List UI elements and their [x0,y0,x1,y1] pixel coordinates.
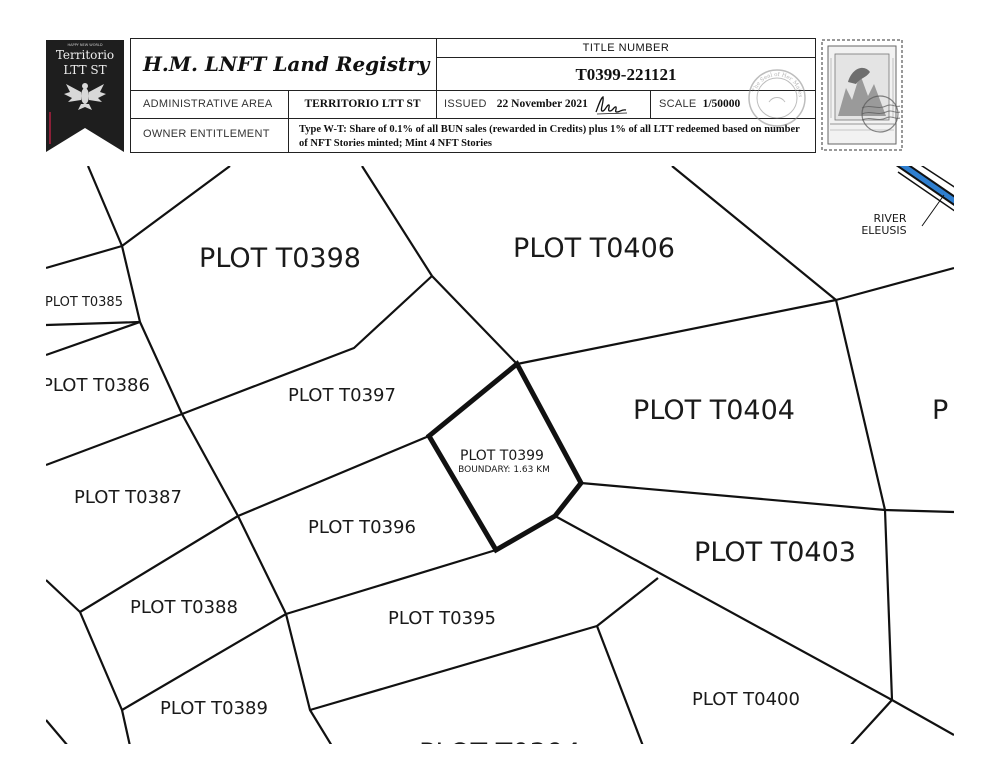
plot-label-t0388: PLOT T0388 [130,597,238,618]
river-leader-line [921,194,945,227]
admin-area-value: TERRITORIO LTT ST [289,91,437,119]
signature [595,96,628,115]
plot-label-t0400: PLOT T0400 [692,689,800,710]
plot-label-t0389: PLOT T0389 [160,698,268,719]
issued-field: ISSUED 22 November 2021 [437,91,651,119]
plot-boundaries [46,166,954,744]
scale-value: 1/50000 [702,98,741,110]
river-eleusis [895,166,954,212]
issued-date: 22 November 2021 [496,98,588,110]
territory-banner: HAPPY NEW WORLD Territorio LTT ST [46,40,124,152]
plot-label-t0406: PLOT T0406 [513,233,675,264]
river-label-line1: RIVER [873,212,906,225]
owner-entitlement-label: OWNER ENTITLEMENT [131,119,289,152]
plot-label-t0394: PLOT T0394 [419,738,581,769]
plot-label-t0395: PLOT T0395 [388,608,496,629]
river-label-line2: ELEUSIS [861,224,906,237]
plot-label-t0404: PLOT T0404 [633,395,795,426]
plot-label-t0387: PLOT T0387 [74,487,182,508]
plot-label-t0397: PLOT T0397 [288,385,396,406]
title-number-label: TITLE NUMBER [437,39,815,58]
plot-label-t0398: PLOT T0398 [199,243,361,274]
banner-title-line1: Territorio [56,48,114,62]
plot-t0399-boundary-length: BOUNDARY: 1.63 KM [458,465,550,475]
postage-stamp [821,39,903,151]
owner-entitlement-value: Type W-T: Share of 0.1% of all BUN sales… [299,124,800,149]
scale-label: SCALE [659,98,697,110]
plot-label-t0385: PLOT T0385 [45,295,123,310]
plot-label-edge: P [932,395,948,426]
banner-title-line2: LTT ST [63,63,106,77]
plot-label-t0403: PLOT T0403 [694,537,856,568]
banner-small-text: HAPPY NEW WORLD [67,43,102,47]
issued-label: ISSUED [444,98,487,110]
plot-label-t0396: PLOT T0396 [308,517,416,538]
plot-label-t0399: PLOT T0399 [460,448,544,464]
land-registry-header: H.M. LNFT Land Registry TITLE NUMBER T03… [130,38,816,153]
plot-t0399-boundary[interactable] [425,360,584,554]
svg-text:The Seal of Her Majesty: The Seal of Her Majesty [747,68,803,98]
plot-label-t0386: PLOT T0386 [42,375,150,396]
scale-field: SCALE 1/50000 [651,91,815,119]
admin-area-label: ADMINISTRATIVE AREA [131,91,289,119]
registry-title: H.M. LNFT Land Registry [131,39,437,91]
registry-seal: The Seal of Her Majesty [747,68,806,127]
title-number-value: T0399-221121 [437,58,815,91]
eagle-icon [64,83,106,110]
